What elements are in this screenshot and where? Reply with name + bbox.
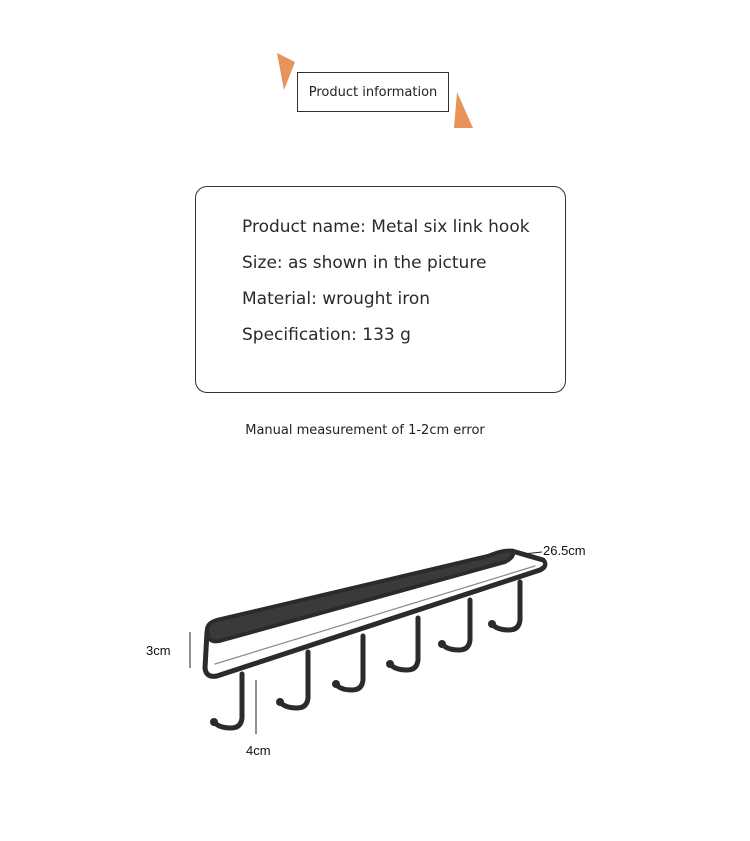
section-title-text: Product information [308, 84, 438, 100]
dimension-depth-label: 4cm [246, 743, 271, 758]
dimension-height-label: 3cm [146, 643, 171, 658]
accent-triangle-top-left [277, 53, 295, 90]
accent-triangle-bottom-right [454, 92, 473, 128]
dimension-length-label: 26.5cm [543, 543, 586, 558]
product-info-card: Product name: Metal six link hook Size: … [195, 186, 566, 393]
product-size-line: Size: as shown in the picture [242, 253, 487, 273]
section-title: Product information [297, 72, 449, 112]
product-material-line: Material: wrought iron [242, 289, 431, 309]
measurement-note: Manual measurement of 1-2cm error [245, 423, 485, 438]
product-specification-line: Specification: 133 g [242, 325, 411, 345]
product-name-line: Product name: Metal six link hook [242, 217, 530, 237]
